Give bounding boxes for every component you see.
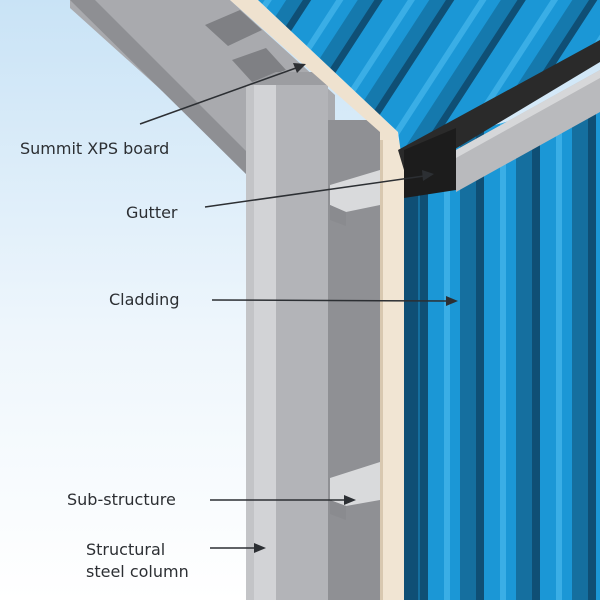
label-gutter: Gutter <box>126 203 178 222</box>
roof-cladding <box>258 0 600 160</box>
leader-xps <box>139 63 306 125</box>
label-sub-structure: Sub-structure <box>67 490 176 509</box>
label-summit-xps-board: Summit XPS board <box>20 139 170 158</box>
leader-cladding <box>211 296 458 306</box>
sub-structure-lower <box>330 462 380 520</box>
label-column-line-2: steel column <box>86 562 189 581</box>
wall-cladding <box>404 96 600 600</box>
roof-purlin-2 <box>232 48 286 82</box>
leader-column <box>210 543 266 553</box>
sub-structure-upper <box>330 170 380 226</box>
xps-board-wall <box>380 140 404 600</box>
roof-beam-flange <box>70 0 250 178</box>
label-column-line-1: Structural <box>86 540 166 559</box>
leader-sub-structure <box>210 495 356 505</box>
structural-steel-column <box>246 72 380 600</box>
leader-gutter <box>204 170 434 208</box>
gutter <box>398 40 600 198</box>
label-cladding: Cladding <box>109 290 180 309</box>
label-structural-steel-column: Structural steel column <box>86 539 189 583</box>
roof-purlin <box>205 10 262 46</box>
